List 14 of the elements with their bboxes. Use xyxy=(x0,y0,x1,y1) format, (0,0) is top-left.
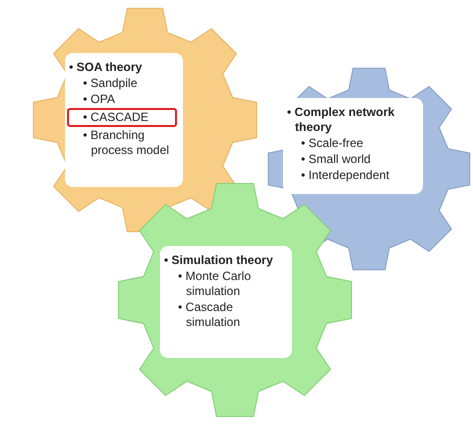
list-item: • Sandpile xyxy=(82,76,138,91)
list-item: • Monte Carlo simulation xyxy=(177,269,252,299)
highlight-box: • CASCADE xyxy=(67,108,177,127)
list-item: • Interdependent xyxy=(300,168,390,183)
list-item: • OPA xyxy=(82,92,116,107)
heading: • SOA theory xyxy=(69,60,144,75)
gear-shape xyxy=(30,5,260,235)
heading: • Simulation theory xyxy=(164,253,274,268)
heading: • Complex network theory xyxy=(287,105,396,135)
list-item: • Small world xyxy=(300,152,372,167)
list-item: • Branching process model xyxy=(82,128,170,158)
list-item: • Scale-free xyxy=(300,136,364,151)
gear-shape xyxy=(115,180,355,420)
list-item: • Cascade simulation xyxy=(177,300,242,330)
